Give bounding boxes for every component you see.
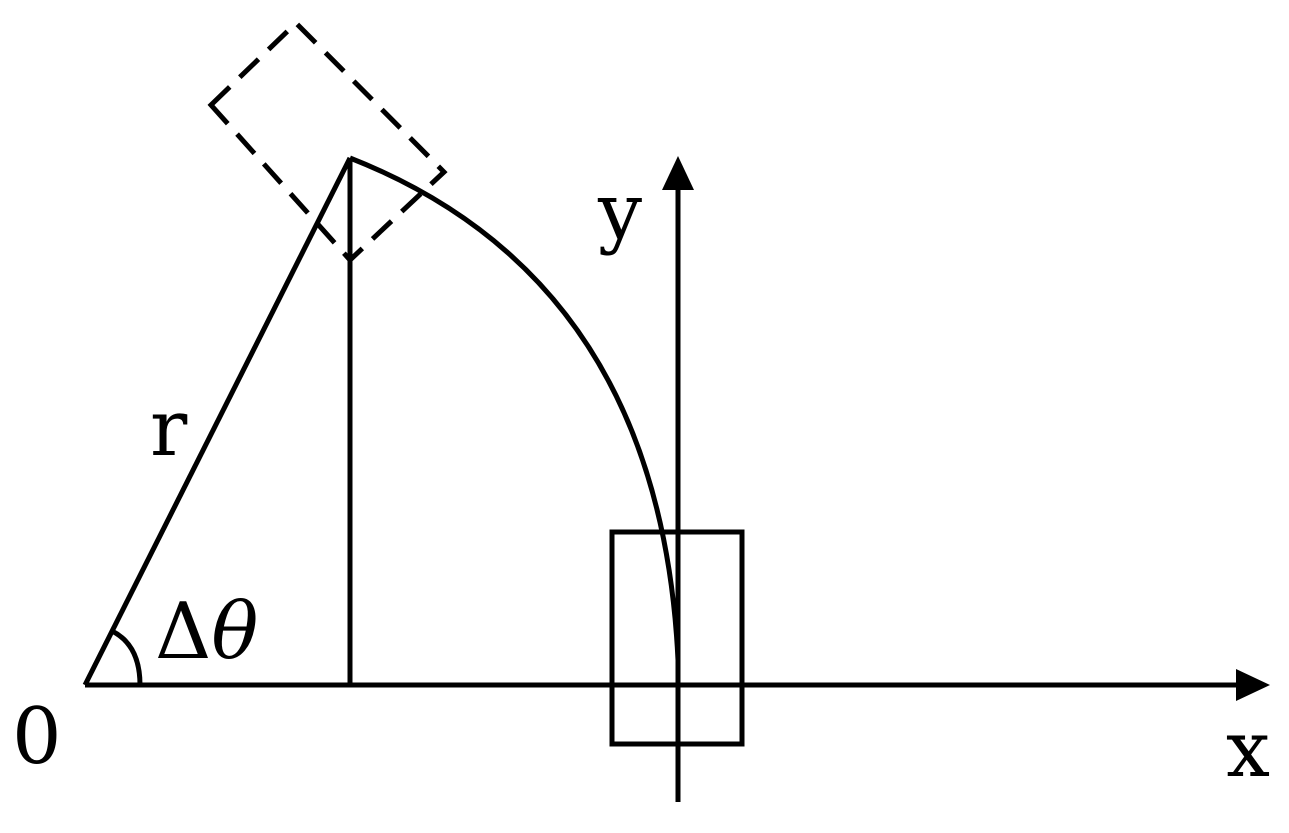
angle-delta-symbol: Δ — [155, 587, 211, 677]
radius-line — [82, 156, 353, 687]
radius-label: r — [150, 384, 188, 474]
angle-theta-symbol: θ — [211, 587, 258, 677]
x-axis-arrowhead — [1236, 669, 1270, 701]
y-axis-label: y — [597, 167, 642, 257]
angle-label: Δθ — [155, 587, 258, 677]
object-box — [609, 529, 745, 747]
origin-label: 0 — [12, 692, 62, 782]
y-axis-arrowhead — [662, 156, 694, 190]
angle-arc — [110, 628, 143, 686]
rotation-arc — [349, 155, 681, 661]
x-axis-label: x — [1226, 705, 1270, 795]
ghost-box-dashed — [207, 19, 448, 264]
